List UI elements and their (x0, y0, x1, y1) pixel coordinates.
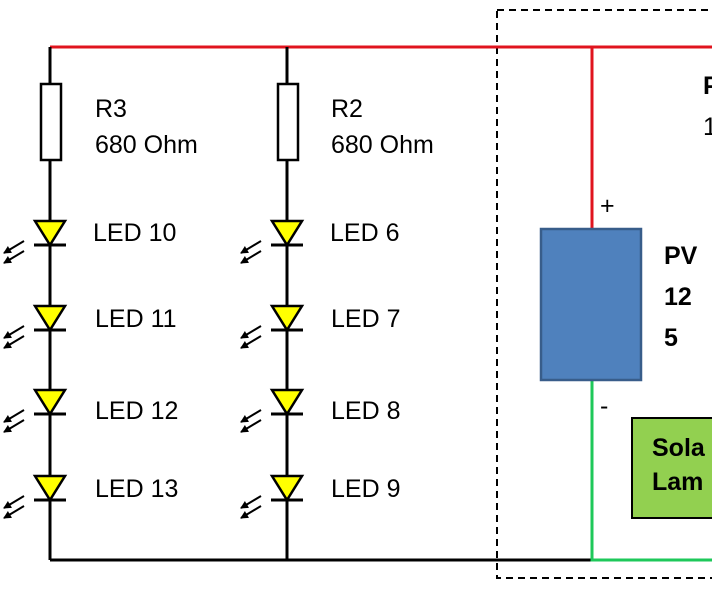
led-string-2: R2 680 Ohm LED 6 LED 7 LED 8 (240, 47, 434, 560)
resistor-r2-name: R2 (331, 95, 363, 123)
top-right-label-1: P (703, 72, 712, 100)
led-7-label: LED 7 (331, 305, 400, 333)
resistor-r2-value: 680 Ohm (331, 131, 434, 159)
led-10-label: LED 10 (93, 219, 176, 247)
led-string-1: R3 680 Ohm LED 10 LED 11 LED 12 (3, 47, 198, 560)
led-11-label: LED 11 (95, 305, 177, 333)
resistor-r2 (276, 82, 300, 162)
led-11 (3, 304, 68, 349)
solar-lamp-box (631, 417, 712, 519)
led-12 (3, 388, 68, 433)
led-8-label: LED 8 (331, 397, 400, 425)
led-13-label: LED 13 (95, 475, 178, 503)
solar-lamp-label-2: Lam (652, 468, 703, 496)
top-right-label-2: 1 (703, 113, 712, 141)
pv-panel (539, 227, 643, 382)
resistor-r3 (39, 82, 63, 162)
led-6 (240, 219, 305, 264)
resistor-r3-name: R3 (95, 95, 127, 123)
pv-minus-label: - (600, 392, 608, 420)
led-7 (240, 304, 305, 349)
led-6-label: LED 6 (330, 219, 399, 247)
led-12-label: LED 12 (95, 397, 178, 425)
resistor-r3-value: 680 Ohm (95, 131, 198, 159)
led-9 (240, 474, 305, 519)
led-8 (240, 388, 305, 433)
pv-panel-voltage: 12 (664, 283, 692, 311)
solar-lamp-label-1: Sola (652, 434, 706, 462)
led-13 (3, 474, 68, 519)
pv-panel-power: 5 (664, 324, 678, 352)
led-10 (3, 219, 68, 264)
solar-ground-lead (590, 380, 712, 562)
pv-panel-title: PV (664, 242, 698, 270)
solar-module-boundary (496, 9, 712, 579)
led-9-label: LED 9 (331, 475, 400, 503)
pv-plus-label: + (600, 192, 615, 220)
